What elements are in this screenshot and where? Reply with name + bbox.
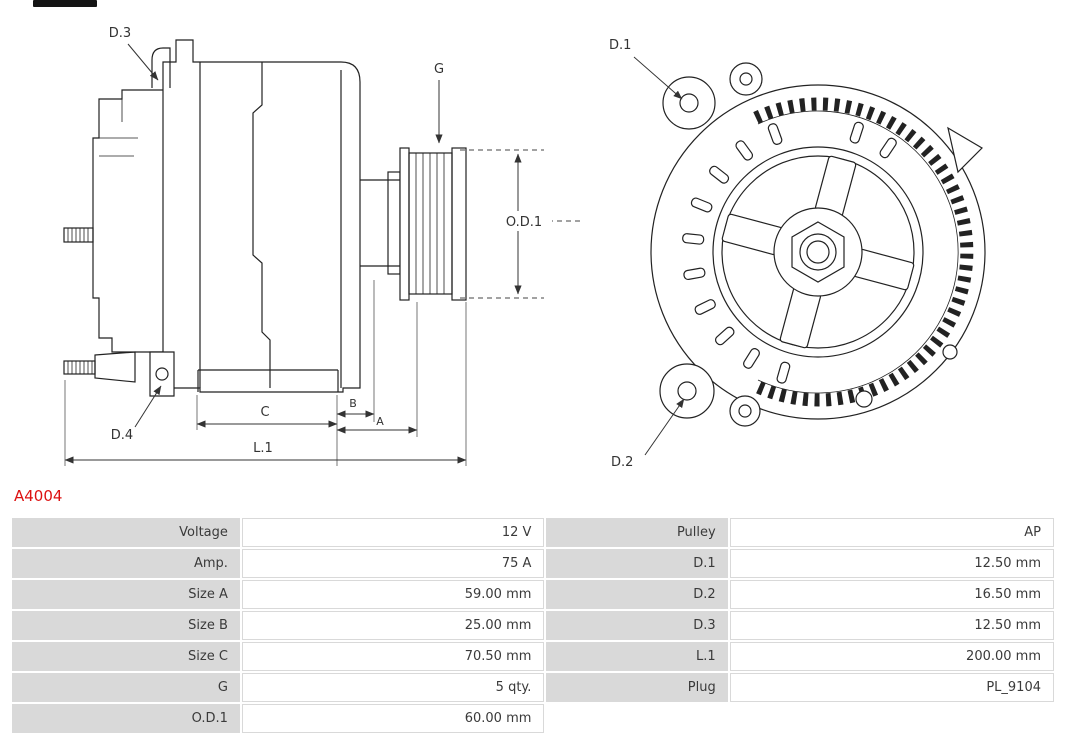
spec-value-od1: 60.00 mm (241, 704, 545, 733)
pulley-flange-left (399, 147, 410, 301)
spec-value-d2: 16.50 mm (729, 580, 1054, 609)
spec-value-d3: 12.50 mm (729, 611, 1054, 640)
part-number: A4004 (14, 487, 63, 505)
spec-value-voltage: 12 V (241, 518, 545, 547)
dim-label-d3: D.3 (109, 26, 131, 41)
small-boss-1 (855, 390, 873, 408)
spec-value-l1: 200.00 mm (729, 642, 1054, 671)
alternator-technical-drawing: O.D.1 G D.3 D.4 C B A L.1 (63, 26, 986, 470)
spec-label-empty (546, 704, 727, 733)
stud-boss (94, 351, 136, 383)
spec-value-plug: PL_9104 (729, 673, 1054, 702)
rear-housing-outline (92, 89, 163, 353)
spec-label-od1: O.D.1 (12, 704, 240, 733)
spec-label-size-a: Size A (12, 580, 240, 609)
bottom-ear (149, 351, 175, 397)
side-view: O.D.1 G D.3 D.4 C B A L.1 (63, 26, 584, 466)
spec-label-size-b: Size B (12, 611, 240, 640)
table-row: Amp. 75 A D.1 12.50 mm (12, 549, 1054, 578)
d1-hole (679, 93, 699, 113)
spec-label-size-c: Size C (12, 642, 240, 671)
spec-value-d1: 12.50 mm (729, 549, 1054, 578)
table-row: O.D.1 60.00 mm (12, 704, 1054, 733)
dim-label-a: A (376, 415, 384, 428)
spec-value-empty (730, 704, 1054, 733)
hub-spacer (387, 171, 401, 275)
spec-value-size-c: 70.50 mm (241, 642, 545, 671)
front-view: D.1 D.2 (609, 38, 986, 470)
spec-value-size-a: 59.00 mm (241, 580, 545, 609)
logo-fragment (33, 0, 97, 7)
right-tab (947, 126, 983, 174)
spec-label-plug: Plug (546, 673, 728, 702)
shaft (360, 179, 400, 267)
d1-leader-line (633, 56, 683, 100)
spec-value-size-b: 25.00 mm (241, 611, 545, 640)
d2-leader-line (644, 398, 685, 456)
casting-seam (252, 62, 271, 388)
dim-label-d2: D.2 (611, 455, 633, 470)
dim-label-od1: O.D.1 (506, 215, 542, 230)
spec-label-g: G (12, 673, 240, 702)
front-housing-circle (650, 84, 986, 420)
front-housing-outline (162, 39, 361, 393)
terminal-stud (63, 227, 94, 243)
spec-label-l1: L.1 (546, 642, 728, 671)
d4-leader-line (134, 385, 162, 428)
rear-housing-detail (99, 99, 138, 157)
d3-leader-line (127, 43, 159, 81)
pulley-grooves (408, 152, 453, 295)
dim-label-c: C (260, 405, 269, 420)
spec-value-amp: 75 A (241, 549, 545, 578)
spec-value-pulley: AP (729, 518, 1054, 547)
dim-label-l1: L.1 (253, 441, 273, 456)
pulley-flange-right (451, 147, 467, 301)
fin-ring (753, 97, 974, 407)
table-row: Size C 70.50 mm L.1 200.00 mm (12, 642, 1054, 671)
table-row: Size B 25.00 mm D.3 12.50 mm (12, 611, 1054, 640)
dim-label-d1: D.1 (609, 38, 631, 53)
threaded-stud (63, 360, 96, 375)
spec-label-voltage: Voltage (12, 518, 240, 547)
dim-label-b: B (349, 397, 357, 410)
spec-label-pulley: Pulley (546, 518, 728, 547)
spec-label-d3: D.3 (546, 611, 728, 640)
bottom-ear-hole (155, 367, 169, 381)
small-boss-2 (942, 344, 958, 360)
pulley-spokes (721, 155, 915, 349)
spec-label-d2: D.2 (546, 580, 728, 609)
dim-label-d4: D.4 (111, 428, 133, 443)
table-row: Voltage 12 V Pulley AP (12, 518, 1054, 547)
spec-value-g: 5 qty. (241, 673, 545, 702)
spec-label-amp: Amp. (12, 549, 240, 578)
table-row: G 5 qty. Plug PL_9104 (12, 673, 1054, 702)
dim-label-g: G (434, 62, 444, 77)
vent-slots (682, 121, 897, 384)
spec-table: Voltage 12 V Pulley AP Amp. 75 A D.1 12.… (10, 516, 1056, 735)
shaft-center (806, 240, 830, 264)
table-row: Size A 59.00 mm D.2 16.50 mm (12, 580, 1054, 609)
top-ear (151, 47, 171, 88)
d2-hole (677, 381, 697, 401)
spec-label-d1: D.1 (546, 549, 728, 578)
mounting-foot (197, 369, 339, 392)
